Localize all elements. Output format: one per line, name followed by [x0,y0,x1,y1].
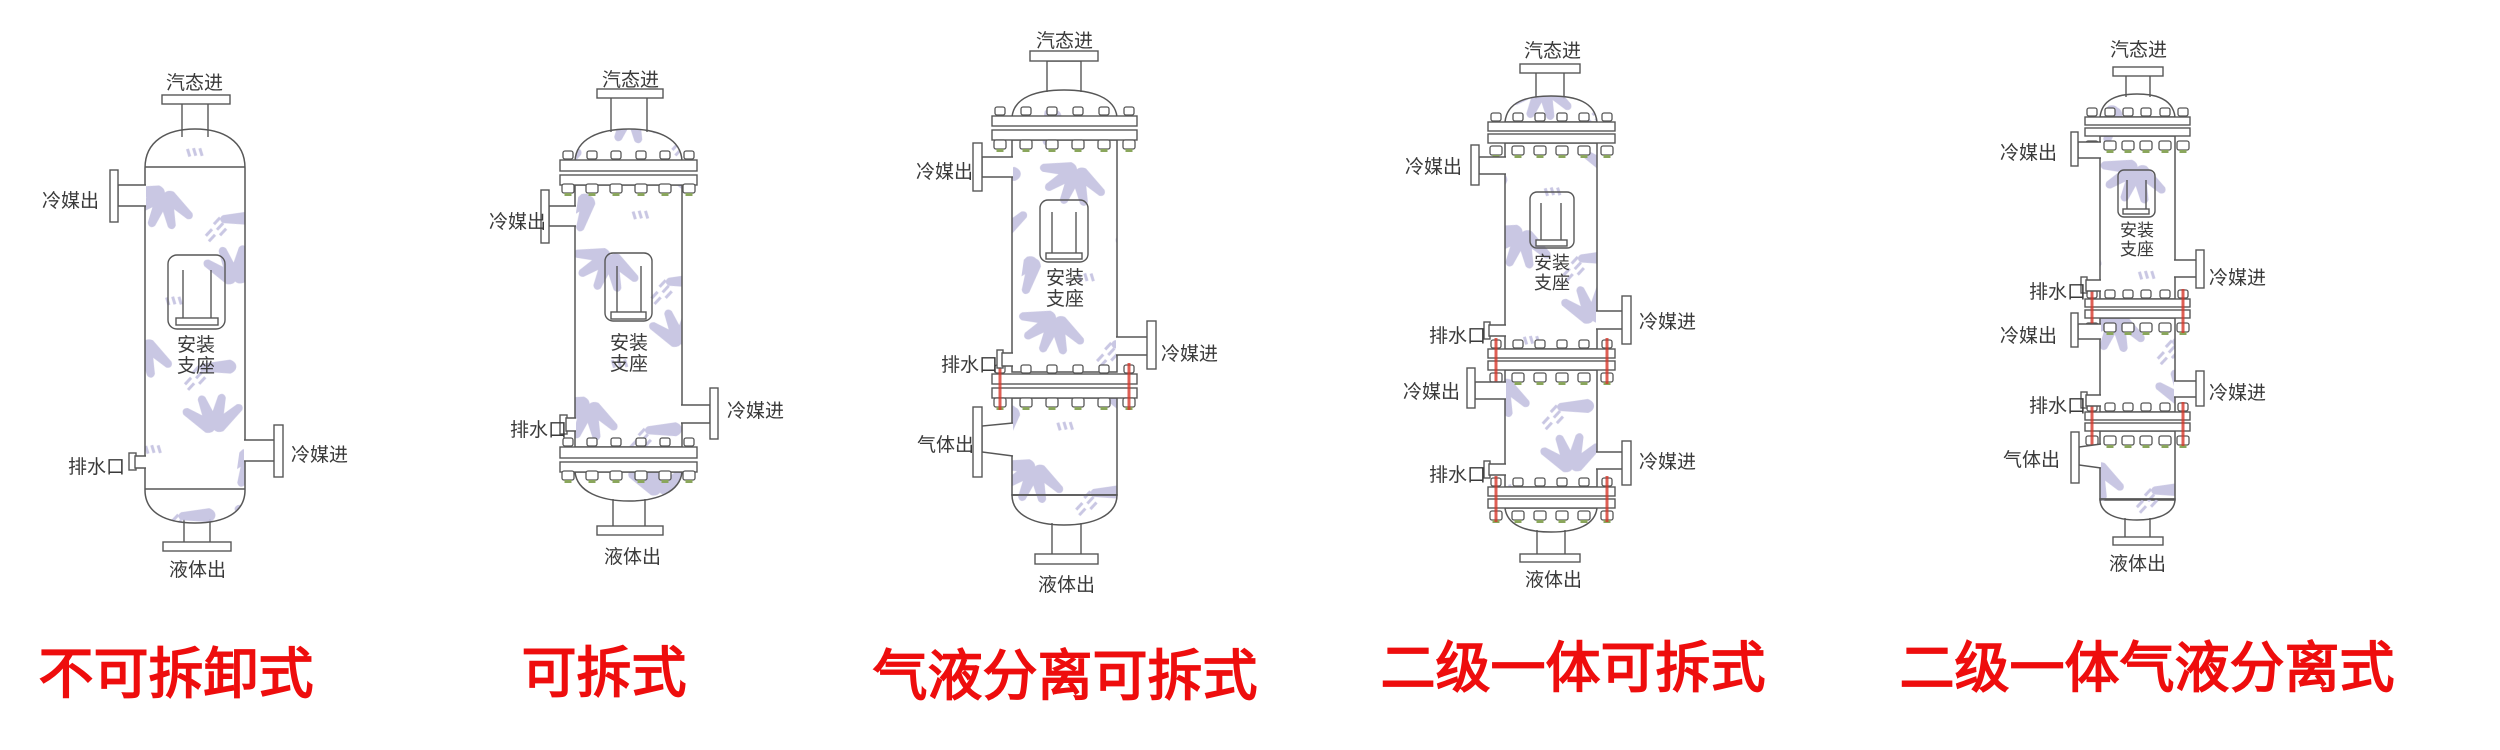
v1-coolant-out-label: 冷媒出 [42,191,100,212]
v1-coolant-in-label: 冷媒进 [291,445,349,466]
v3-coolant-in-label: 冷媒进 [1161,344,1219,365]
v5-coolant-out-2-label: 冷媒出 [2000,326,2058,347]
v2-vapor-in-label: 汽态进 [602,70,660,91]
v4-caption: 二级一体可拆式 [1380,637,1766,699]
v2-coolant-in-label: 冷媒进 [727,401,785,422]
v3-mount-bracket-label: 安装支座 [1045,268,1084,311]
v5-vapor-in-label: 汽态进 [2110,40,2168,61]
v5-drain-1-label: 排水口 [2029,282,2087,303]
v5-liquid-out-label: 液体出 [2109,554,2167,575]
v1-caption: 不可拆卸式 [38,643,314,705]
v1-mount-bracket-label: 安装支座 [176,335,215,378]
v3-caption: 气液分离可拆式 [872,645,1258,707]
v4-coolant-in-1-label: 冷媒进 [1639,312,1697,333]
v4-drain-1-label: 排水口 [1429,326,1487,347]
v3-vapor-in-label: 汽态进 [1036,31,1094,52]
v2-coolant-out-label: 冷媒出 [489,212,547,233]
v1-liquid-out-label: 液体出 [169,560,227,581]
v2-drain-label: 排水口 [510,420,568,441]
v3-coolant-out-label: 冷媒出 [916,162,974,183]
v4-liquid-out-label: 液体出 [1525,570,1583,591]
v1-vapor-in-label: 汽态进 [166,73,224,94]
vessel-3-drawing [972,50,1157,565]
v4-coolant-out-2-label: 冷媒出 [1403,382,1461,403]
v4-vapor-in-label: 汽态进 [1524,41,1582,62]
v5-drain-2-label: 排水口 [2029,396,2087,417]
v3-gas-out-label: 气体出 [917,435,975,456]
v4-coolant-out-1-label: 冷媒出 [1405,157,1463,178]
vessel-5-drawing [2070,66,2205,546]
v5-coolant-in-2-label: 冷媒进 [2209,383,2267,404]
v3-drain-label: 排水口 [941,355,999,376]
vessel-2-drawing [540,88,719,536]
v5-caption: 二级一体气液分离式 [1899,637,2395,699]
v5-mount-bracket-label: 安装支座 [2120,221,2154,260]
v2-caption: 可拆式 [521,642,687,704]
v4-coolant-in-2-label: 冷媒进 [1639,452,1697,473]
vessel-4-drawing [1466,63,1632,563]
v2-liquid-out-label: 液体出 [604,547,662,568]
v3-liquid-out-label: 液体出 [1038,575,1096,596]
vessel-1-drawing [109,94,284,552]
v5-coolant-in-1-label: 冷媒进 [2209,268,2267,289]
v4-mount-bracket-label: 安装支座 [1534,253,1570,294]
v5-gas-out-label: 气体出 [2003,450,2061,471]
v2-mount-bracket-label: 安装支座 [609,333,648,376]
v5-coolant-out-1-label: 冷媒出 [2000,143,2058,164]
v4-drain-2-label: 排水口 [1429,465,1487,486]
v1-drain-label: 排水口 [68,457,126,478]
